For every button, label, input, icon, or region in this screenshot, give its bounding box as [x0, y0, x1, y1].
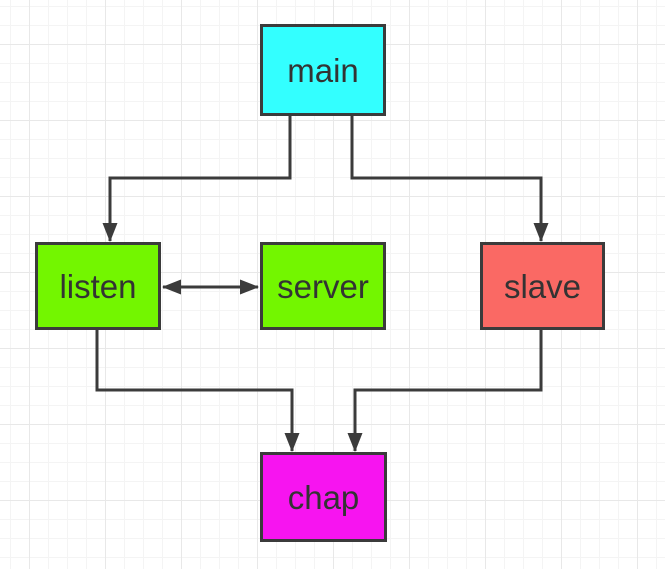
node-listen[interactable]: listen [35, 242, 161, 330]
node-label: chap [287, 478, 360, 516]
node-label: server [277, 267, 369, 305]
node-label: listen [59, 267, 137, 305]
edge-listen-to-chap[interactable] [95, 330, 300, 452]
node-chap[interactable]: chap [260, 452, 387, 542]
node-label: slave [503, 267, 582, 305]
edge-slave-to-chap[interactable] [347, 330, 543, 452]
edge-main-to-slave[interactable] [350, 116, 549, 242]
node-server[interactable]: server [260, 242, 386, 330]
edge-main-to-listen[interactable] [102, 116, 292, 242]
node-slave[interactable]: slave [480, 242, 605, 330]
node-label: main [287, 51, 359, 89]
node-main[interactable]: main [260, 24, 386, 116]
